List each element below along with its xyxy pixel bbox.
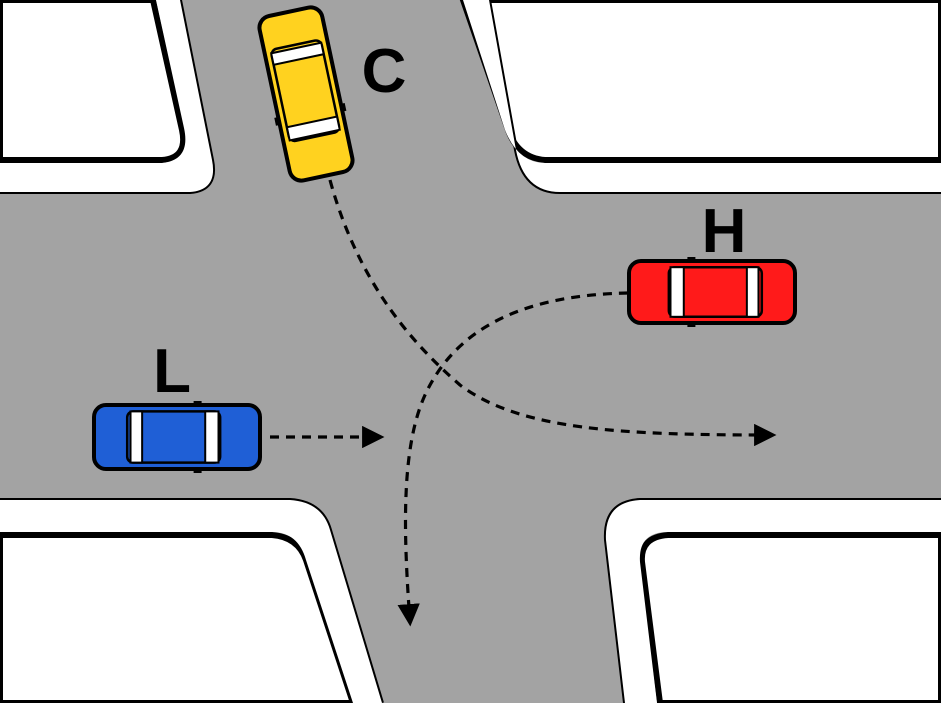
path-layer [270,179,777,627]
car-windshield [204,410,220,464]
car-h [627,257,797,327]
car-rear-window [269,41,325,66]
path-c-left-turn [328,179,777,447]
car-mirror [193,468,202,473]
car-label-h: H [702,197,747,266]
car-mirror [687,257,696,262]
car-label-l: L [153,337,191,406]
car-rear-window [745,266,760,318]
car-label-c: C [362,37,407,106]
sidewalk-top-right [459,0,941,163]
car-c [257,5,355,183]
car-windshield [285,115,341,142]
car-mirror [193,401,202,406]
car-mirror [687,322,696,327]
car-mirror [274,116,281,126]
car-rear-window [129,410,144,464]
sidewalk-bottom-right [638,532,941,703]
car-roof [125,410,222,464]
car-windshield [669,266,685,318]
car-l [92,401,262,473]
car-roof [270,39,341,143]
car-mirror [339,102,347,112]
sidewalk-bottom-left [0,532,357,703]
path-h-left-turn [397,291,629,627]
sidewalk-top-left [0,0,186,163]
car-roof [667,265,764,319]
cars-layer [92,5,797,473]
